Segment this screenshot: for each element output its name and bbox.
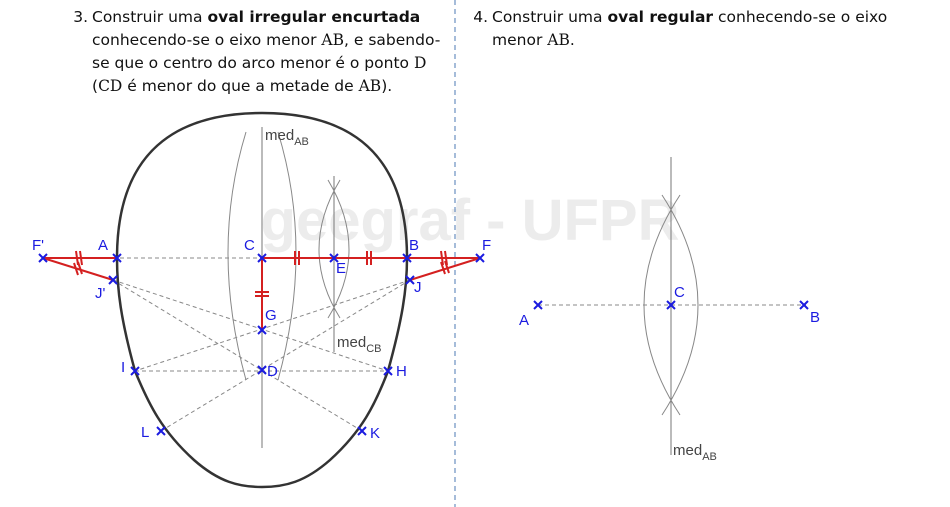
marker-f (475, 253, 485, 263)
marker-g (257, 325, 267, 335)
seg-fprime-jprime (42, 257, 114, 281)
label-e: E (336, 260, 346, 277)
ex3-line3-d: D (413, 54, 427, 72)
label-b: B (409, 237, 419, 254)
arc-b-right (277, 131, 297, 381)
right-arc-left (643, 194, 681, 416)
ex3-line2-pre: conhecendo-se o eixo menor (92, 31, 322, 49)
label-right-a: A (519, 312, 529, 329)
ex3-line4-open: ( (92, 77, 99, 95)
marker-right-a (533, 300, 543, 310)
label-jprime: J' (95, 285, 106, 302)
tick (440, 261, 446, 275)
ex3-line4-ab: AB (358, 77, 382, 95)
tick (77, 261, 83, 275)
right-arc-right (661, 194, 699, 416)
label-c: C (244, 237, 255, 254)
ex3-line4-mid: é menor do que a metade de (122, 77, 359, 95)
ex4-line2-ab: AB (547, 31, 570, 49)
oval-outline (115, 111, 409, 489)
marker-l (156, 426, 166, 436)
label-fprime: F' (32, 237, 44, 254)
tick (444, 250, 448, 266)
exercise-4-statement: 4.Construir uma oval regular conhecendo-… (460, 6, 930, 52)
ex3-line1-bold: oval irregular encurtada (207, 8, 421, 26)
ex4-line2-pre: menor (492, 31, 548, 49)
ex3-line2-post: , e sabendo- (344, 31, 441, 49)
marker-i (130, 366, 140, 376)
ex3-line1-pre: Construir uma (92, 8, 208, 26)
right-point-markers (533, 300, 809, 310)
tick (444, 260, 450, 274)
ex3-line2-ab: AB (321, 31, 345, 49)
label-med-ab-right: medAB (673, 442, 717, 463)
tick (79, 250, 83, 266)
marker-e (329, 253, 339, 263)
ex3-line3: se que o centro do arco menor é o ponto … (60, 52, 445, 75)
seg-f-j (409, 257, 481, 281)
label-l: L (141, 424, 149, 441)
right-figure: A C B medAB (519, 157, 820, 463)
dashed-j-i (134, 279, 411, 372)
watermark: geegraf - UFPR (261, 188, 680, 253)
ex3-line3-pre: se que o centro do arco menor é o ponto (92, 54, 414, 72)
marker-a (112, 253, 122, 263)
label-right-b: B (810, 309, 820, 326)
label-med-cb: medCB (337, 334, 381, 355)
ex4-line1-post: conhecendo-se o eixo (713, 8, 888, 26)
label-i: I (121, 359, 125, 376)
marker-j (405, 275, 415, 285)
ex4-line1-pre: Construir uma (492, 8, 608, 26)
left-figure: F' A J' C E B F J G D I H L K medAB medC… (32, 111, 491, 489)
label-g: G (265, 307, 277, 324)
label-d: D (267, 363, 278, 380)
ex3-line4-close: ). (381, 77, 393, 95)
marker-d (257, 365, 267, 375)
marker-k (357, 426, 367, 436)
exercise-3-statement: 3.Construir uma oval irregular encurtada… (60, 6, 445, 98)
ex4-line2: menor AB. (460, 29, 930, 52)
label-f: F (482, 237, 491, 254)
label-right-c: C (674, 284, 685, 301)
marker-jprime (108, 275, 118, 285)
dashed-jprime-k (112, 279, 363, 432)
arc-b-cb-right (327, 179, 350, 319)
marker-fprime (38, 253, 48, 263)
ex3-line4: (CD é menor do que a metade de AB). (60, 75, 445, 98)
arc-c-left (318, 179, 341, 319)
marker-c (257, 253, 267, 263)
label-med-ab-left: medAB (265, 127, 309, 148)
exercise-3-number: 3. (73, 8, 88, 26)
dashed-jprime-h (112, 279, 389, 372)
marker-h (383, 366, 393, 376)
label-h: H (396, 363, 407, 380)
ex3-line2: conhecendo-se o eixo menor AB, e sabendo… (60, 29, 445, 52)
label-k: K (370, 425, 380, 442)
ex3-line4-cd: CD (98, 77, 123, 95)
tick (440, 250, 444, 266)
label-a: A (98, 237, 108, 254)
tick (73, 262, 79, 276)
marker-b (402, 253, 412, 263)
marker-right-c (666, 300, 676, 310)
left-point-markers (38, 253, 485, 436)
label-j: J (414, 279, 422, 296)
arc-a-left (227, 131, 247, 381)
ex4-line1-bold: oval regular (607, 8, 714, 26)
ex4-line2-post: . (569, 31, 575, 49)
marker-right-b (799, 300, 809, 310)
exercise-4-number: 4. (473, 8, 488, 26)
